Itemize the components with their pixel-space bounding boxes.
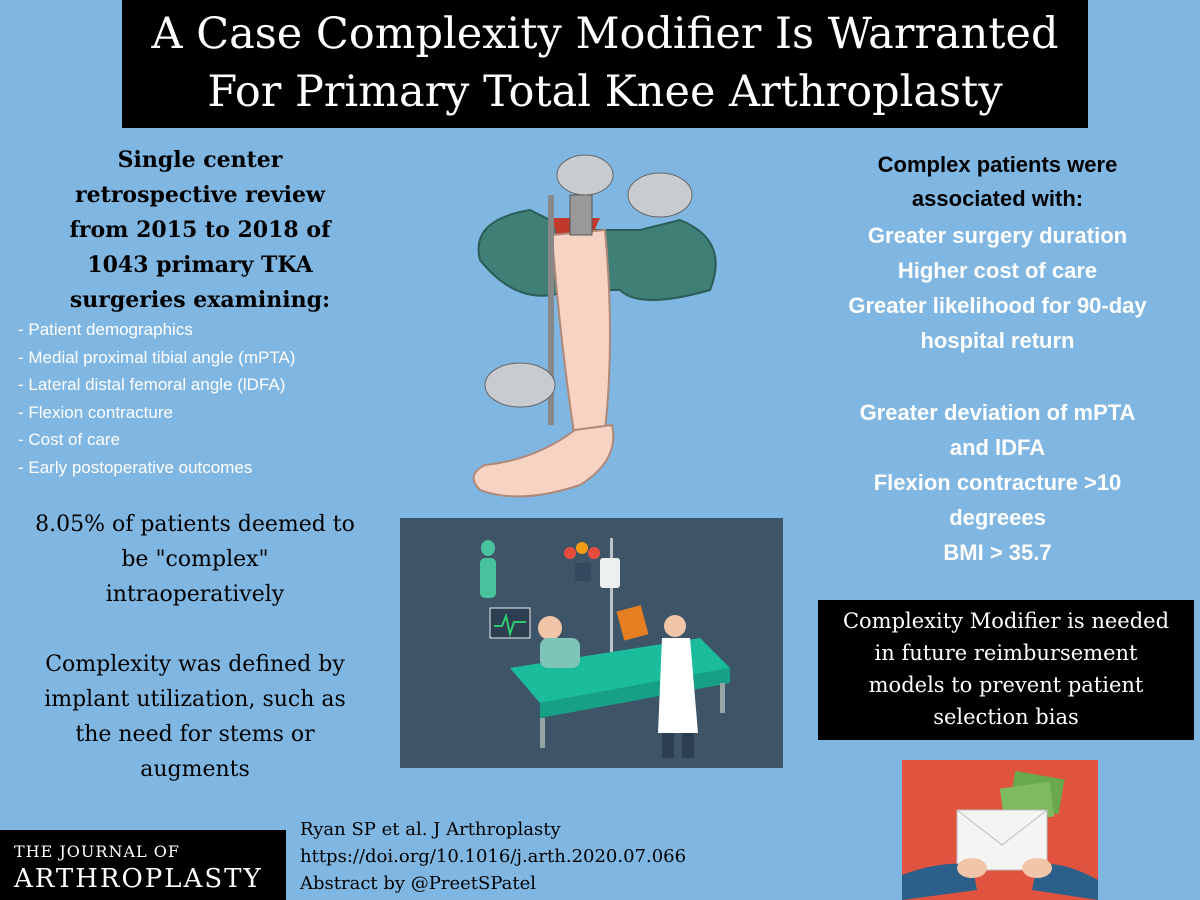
heading-line: surgeries examining: — [69, 287, 331, 313]
predictors-list: Greater deviation of mPTA and lDFA Flexi… — [800, 395, 1195, 570]
heading-line: Complex patients were — [877, 152, 1118, 177]
list-item: - Patient demographics — [18, 320, 193, 339]
citation-block: Ryan SP et al. J Arthroplasty https://do… — [300, 816, 686, 897]
list-item: Higher cost of care — [897, 258, 1098, 283]
money-envelope-illustration — [902, 760, 1098, 900]
journal-logo: THE JOURNAL OF ARTHROPLASTY — [0, 830, 286, 900]
heading-line: associated with: — [911, 186, 1084, 211]
complex-percentage-text: 8.05% of patients deemed to be "complex"… — [10, 507, 380, 612]
text-line: in future reimbursement — [874, 641, 1138, 665]
list-item: and lDFA — [949, 435, 1046, 460]
study-design-heading: Single center retrospective review from … — [35, 143, 365, 318]
heading-line: retrospective review — [75, 182, 325, 208]
text-line: augments — [140, 757, 250, 782]
text-line: 8.05% of patients deemed to — [35, 512, 355, 537]
hospital-ward-illustration — [400, 518, 783, 768]
examined-variables-list: - Patient demographics - Medial proximal… — [18, 316, 398, 481]
list-item: hospital return — [920, 328, 1075, 353]
text-line: models to prevent patient — [868, 673, 1144, 697]
title-line-2: For Primary Total Knee Arthroplasty — [207, 67, 1003, 117]
citation-author: Abstract by @PreetSPatel — [300, 873, 537, 894]
associations-heading: Complex patients were associated with: — [800, 148, 1195, 216]
text-line: implant utilization, such as — [44, 687, 346, 712]
text-line: Complexity Modifier is needed — [842, 609, 1170, 633]
list-item: - Medial proximal tibial angle (mPTA) — [18, 347, 296, 367]
text-line: intraoperatively — [105, 582, 285, 607]
list-item: - Lateral distal femoral angle (lDFA) — [18, 375, 286, 394]
list-item: degreees — [949, 505, 1046, 530]
citation-doi-link[interactable]: https://doi.org/10.1016/j.arth.2020.07.0… — [300, 846, 687, 867]
text-line: be "complex" — [121, 547, 269, 572]
list-item: Greater likelihood for 90-day — [848, 293, 1147, 318]
list-item: BMI > 35.7 — [943, 540, 1052, 565]
list-item: Flexion contracture >10 — [873, 470, 1122, 495]
conclusion-box: Complexity Modifier is needed in future … — [818, 600, 1194, 740]
text-line: the need for stems or — [75, 722, 315, 747]
citation-reference: Ryan SP et al. J Arthroplasty — [300, 819, 561, 840]
text-line: Complexity was defined by — [45, 652, 345, 677]
heading-line: 1043 primary TKA — [87, 252, 313, 278]
list-item: - Flexion contracture — [18, 402, 173, 422]
heading-line: from 2015 to 2018 of — [69, 217, 331, 243]
text-line: selection bias — [933, 705, 1079, 729]
list-item: - Early postoperative outcomes — [18, 457, 253, 477]
list-item: Greater surgery duration — [867, 223, 1128, 248]
list-item: - Cost of care — [18, 430, 121, 449]
journal-logo-line-1: THE JOURNAL OF — [14, 842, 180, 861]
complexity-definition-text: Complexity was defined by implant utiliz… — [10, 647, 380, 787]
list-item: Greater deviation of mPTA — [859, 400, 1136, 425]
heading-line: Single center — [117, 147, 283, 173]
outcomes-list: Greater surgery duration Higher cost of … — [800, 218, 1195, 358]
knee-surgery-illustration — [472, 154, 717, 498]
title-line-1: A Case Complexity Modifier Is Warranted — [151, 9, 1059, 59]
journal-logo-line-2: ARTHROPLASTY — [14, 864, 263, 894]
title-banner: A Case Complexity Modifier Is Warranted … — [122, 0, 1088, 128]
